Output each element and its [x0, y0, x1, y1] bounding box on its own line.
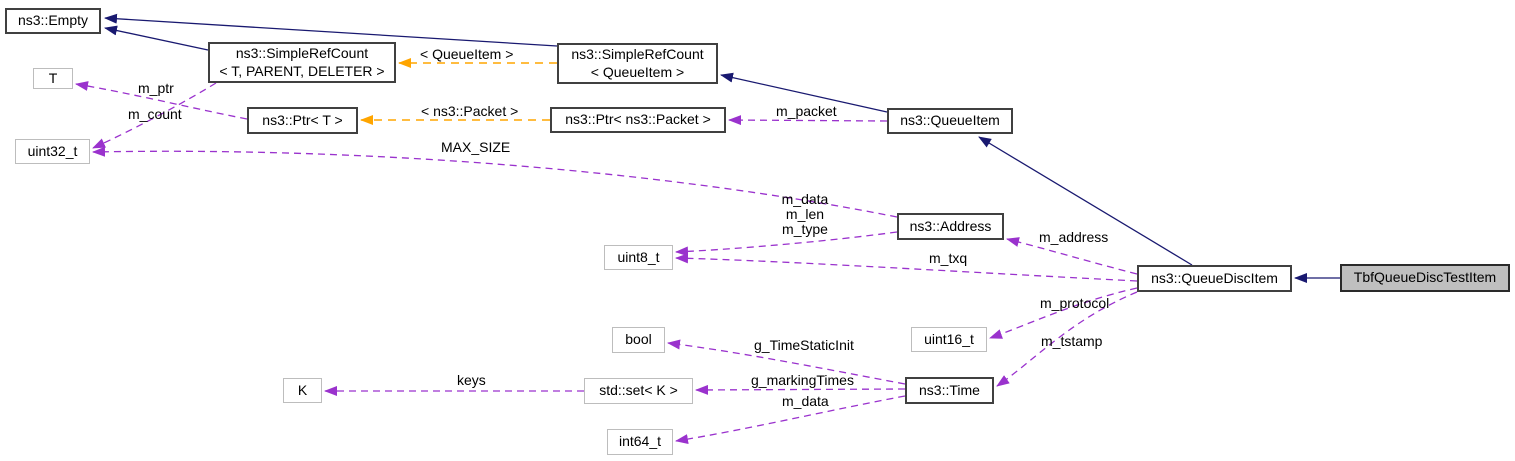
node-bool: bool [612, 327, 665, 353]
edge-member-g-timestaticinit [667, 339, 906, 385]
node-k: K [283, 378, 322, 403]
node-t: T [33, 68, 73, 89]
node-label: bool [625, 331, 652, 348]
node-ns3-ptr-packet[interactable]: ns3::Ptr< ns3::Packet > [550, 107, 726, 133]
node-label-line2: < T, PARENT, DELETER > [219, 62, 385, 79]
node-ns3-address[interactable]: ns3::Address [897, 213, 1004, 240]
edge-member-m-ptr [75, 81, 248, 120]
edge-member-m-data-time [675, 395, 906, 445]
edge-label-g-timestaticinit: g_TimeStaticInit [754, 337, 854, 353]
node-ns3-ptr-t[interactable]: ns3::Ptr< T > [247, 107, 358, 134]
edge-member-address-uint8 [675, 231, 898, 257]
node-ns3-time[interactable]: ns3::Time [905, 377, 994, 404]
node-ns3-empty[interactable]: ns3::Empty [5, 8, 101, 34]
node-label: TbfQueueDiscTestItem [1353, 269, 1497, 286]
node-label: uint32_t [27, 142, 78, 159]
node-label: uint8_t [617, 248, 660, 265]
node-uint16-t: uint16_t [911, 327, 987, 352]
node-label: ns3::Ptr< ns3::Packet > [565, 111, 711, 128]
node-label: ns3::Time [919, 381, 980, 398]
edge-inherit-queuediscitem-to-queueitem [978, 136, 1193, 266]
edge-label-template-queueitem: < QueueItem > [420, 46, 514, 62]
edge-label-m-len: m_len [785, 206, 825, 222]
edge-label-template-packet: < ns3::Packet > [421, 103, 519, 119]
edge-member-g-markingtimes [695, 384, 906, 395]
node-ns3-queueitem[interactable]: ns3::QueueItem [887, 108, 1013, 134]
edge-label-m-packet: m_packet [776, 103, 837, 119]
node-label: T [48, 69, 58, 86]
node-label: uint16_t [924, 330, 974, 347]
node-label: ns3::Empty [17, 12, 89, 29]
node-tbfqueuedisctestitem: TbfQueueDiscTestItem [1340, 264, 1510, 292]
edge-label-m-type: m_type [782, 221, 828, 237]
edge-label-m-address: m_address [1039, 229, 1109, 245]
edge-member-max-size [92, 146, 898, 218]
edge-member-m-protocol [989, 287, 1138, 339]
edge-inherit-srctpd-to-empty [104, 25, 209, 51]
edge-label-m-protocol: m_protocol [1040, 295, 1110, 311]
edge-label-max-size: MAX_SIZE [441, 139, 511, 155]
edge-label-g-markingtimes: g_markingTimes [751, 372, 854, 388]
edge-label-m-data-time: m_data [782, 393, 829, 409]
node-label-line1: ns3::SimpleRefCount [235, 45, 369, 61]
node-label: int64_t [618, 433, 662, 450]
node-label-line2: < QueueItem > [590, 63, 685, 80]
node-label: ns3::QueueItem [900, 112, 1000, 129]
node-label-line1: ns3::SimpleRefCount [571, 46, 704, 62]
edge-inherit-srcqi-to-empty [104, 13, 558, 47]
node-ns3-simplerefcount-t-parent-deleter[interactable]: ns3::SimpleRefCount < T, PARENT, DELETER… [208, 42, 396, 83]
node-uint8-t: uint8_t [604, 245, 673, 270]
edge-label-m-count: m_count [128, 106, 182, 122]
node-int64-t: int64_t [607, 429, 673, 455]
edge-member-m-packet [728, 115, 888, 126]
edge-inherit-queueitem-to-srcqi [720, 72, 888, 113]
edge-label-m-tstamp: m_tstamp [1041, 333, 1103, 349]
node-label: ns3::Address [909, 217, 992, 234]
node-label: K [297, 381, 308, 398]
edge-label-m-txq: m_txq [929, 250, 968, 266]
node-label: ns3::Ptr< T > [262, 111, 343, 128]
node-uint32-t: uint32_t [15, 139, 90, 164]
edge-label-keys: keys [457, 372, 486, 388]
edge-label-m-data: m_data [781, 191, 829, 207]
node-ns3-queuediscitem[interactable]: ns3::QueueDiscItem [1137, 265, 1292, 292]
edge-label-address-members: m_data m_len m_type [772, 192, 838, 237]
edge-member-m-count [92, 82, 217, 149]
node-ns3-simplerefcount-queueitem[interactable]: ns3::SimpleRefCount < QueueItem > [557, 43, 718, 84]
edge-member-m-address [1006, 237, 1138, 275]
edge-member-m-txq [675, 253, 1138, 282]
node-label: std::set< K > [599, 382, 678, 399]
node-std-set-k: std::set< K > [584, 378, 693, 404]
node-label: ns3::QueueDiscItem [1151, 269, 1278, 286]
edge-member-m-tstamp [996, 291, 1138, 387]
edge-label-m-ptr: m_ptr [138, 80, 174, 96]
